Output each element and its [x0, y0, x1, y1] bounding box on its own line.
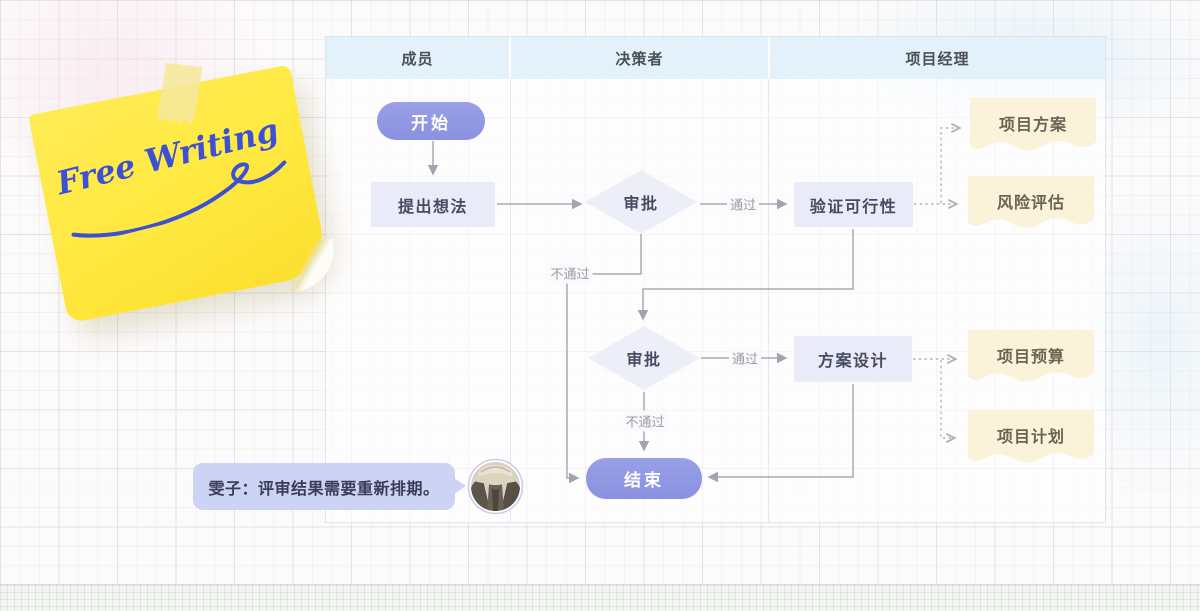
- doc-project-schedule[interactable]: 项目计划: [968, 410, 1094, 468]
- sticky-note-content: Free Writing: [46, 109, 299, 249]
- doc-label: 项目方案: [998, 117, 1067, 134]
- commenter-avatar[interactable]: [467, 458, 524, 515]
- edge-label-pass-1: 通过: [726, 193, 760, 215]
- underline-flourish: [71, 160, 287, 238]
- lane-header-member[interactable]: 成员: [326, 37, 509, 79]
- doc-label: 项目计划: [996, 429, 1065, 446]
- node-propose-idea[interactable]: 提出想法: [371, 182, 495, 227]
- sticky-note[interactable]: Free Writing: [28, 64, 330, 324]
- doc-label: 项目预算: [996, 348, 1065, 366]
- doc-sticky-shape: [968, 410, 1094, 463]
- doc-project-plan[interactable]: 项目方案: [970, 98, 1096, 156]
- comment-text: 雯子：评审结果需要重新排期。: [208, 480, 440, 498]
- edge-label-pass-2: 通过: [728, 347, 762, 369]
- edge-verify-to-plan-doc: [940, 128, 959, 203]
- edge-verify-to-approve2: [637, 229, 854, 321]
- doc-sticky-shape: [968, 330, 1094, 382]
- comment-bubble[interactable]: 雯子：评审结果需要重新排期。: [193, 463, 466, 510]
- node-verify-feasibility[interactable]: 验证可行性: [794, 182, 913, 227]
- lane-header-decision-maker[interactable]: 决策者: [511, 37, 768, 79]
- doc-risk-assessment[interactable]: 风险评估: [968, 176, 1094, 233]
- paper-edge-grid: [0, 584, 1200, 611]
- edge-label-fail-1: 不通过: [547, 262, 593, 284]
- node-start[interactable]: 开始: [377, 102, 485, 140]
- edge-design-to-schedule-doc: [940, 360, 954, 438]
- lane-divider-2: [768, 79, 769, 522]
- edge-label-fail-2: 不通过: [622, 410, 668, 432]
- node-end[interactable]: 结束: [586, 458, 702, 499]
- lane-divider-1: [510, 79, 511, 522]
- edge-design-to-end: [707, 384, 854, 483]
- node-scheme-design[interactable]: 方案设计: [794, 336, 912, 382]
- doc-project-budget[interactable]: 项目预算: [968, 330, 1094, 387]
- avatar-photo: [471, 462, 520, 511]
- doc-label: 风险评估: [996, 194, 1065, 212]
- doc-sticky-shape: [968, 176, 1094, 228]
